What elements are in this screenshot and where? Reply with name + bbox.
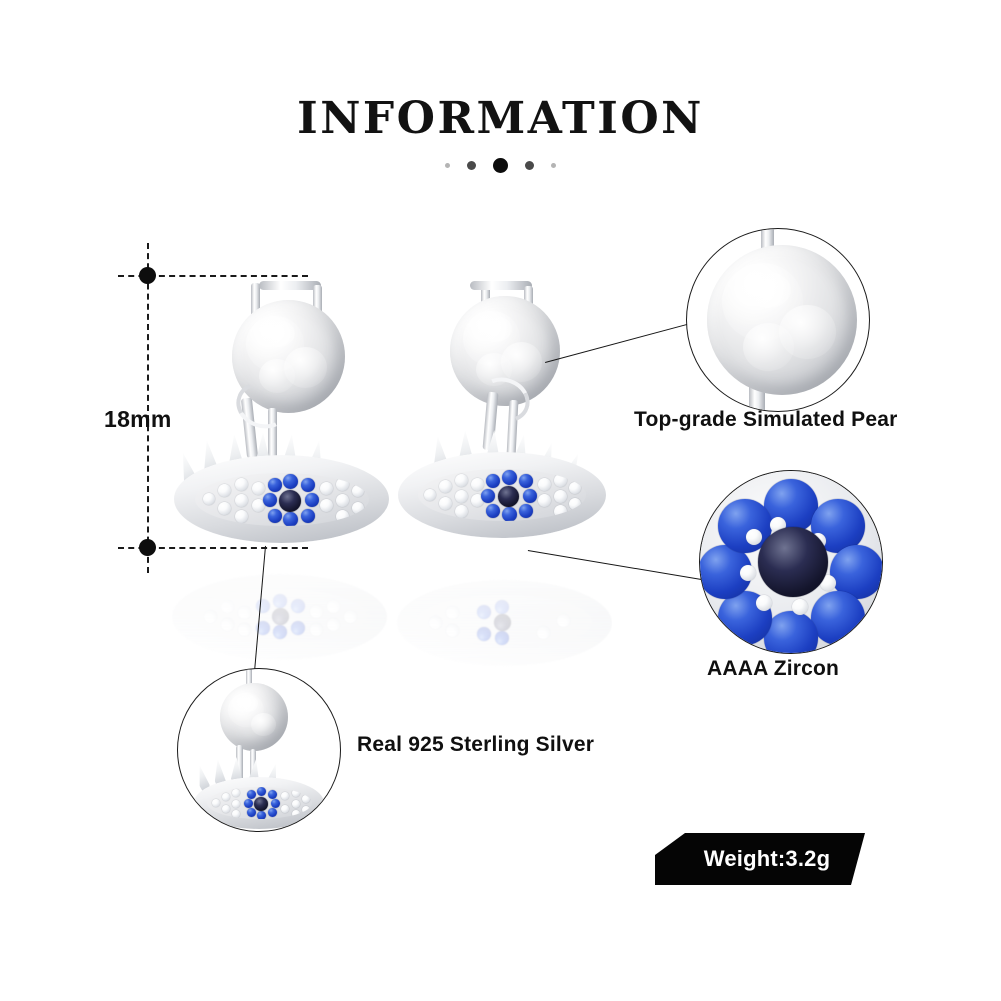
closeup-prong	[820, 575, 836, 591]
weight-label: Weight:3.2g	[703, 846, 831, 871]
earring-clip-top	[259, 281, 321, 290]
closeup-eye-body	[194, 777, 324, 829]
page-title: INFORMATION	[297, 93, 704, 144]
closeup-connector-back	[250, 749, 256, 783]
closeup-prong	[792, 599, 808, 615]
divider-dot-icon	[467, 161, 476, 170]
weight-badge: Weight:3.2g	[655, 833, 865, 885]
earring-clip-side	[524, 286, 533, 314]
closeup-post	[246, 669, 252, 691]
closeup-blue-stone	[811, 591, 865, 645]
earring-clip-top	[470, 281, 532, 290]
leader-line-pearl	[545, 320, 700, 363]
divider-dot-icon	[525, 161, 534, 170]
pearl-bead	[232, 300, 345, 413]
dimension-guide-bottom	[118, 547, 308, 549]
closeup-blue-stone	[830, 545, 882, 599]
divider-dot-icon	[551, 163, 556, 168]
earring-post	[251, 283, 260, 327]
dimension-guide-vertical	[147, 243, 149, 573]
decorative-dot-divider	[0, 158, 1001, 173]
product-reflection	[172, 548, 612, 668]
callout-label-pearl: Top-grade Simulated Pear	[634, 408, 898, 431]
callout-label-silver: Real 925 Sterling Silver	[357, 733, 595, 756]
pearl-closeup-circle	[686, 228, 870, 412]
pave-field	[418, 469, 586, 521]
closeup-prong	[756, 595, 772, 611]
closeup-prong	[740, 565, 756, 581]
closeup-pearl-small	[220, 683, 288, 751]
closeup-blue-stone	[764, 611, 818, 653]
callout-label-zircon: AAAA Zircon	[707, 657, 840, 680]
closeup-connector	[236, 745, 243, 781]
zircon-closeup-circle	[699, 470, 883, 654]
silver-closeup-circle	[177, 668, 341, 832]
divider-dot-icon	[445, 163, 450, 168]
closeup-eyelash	[231, 757, 242, 787]
pearl-bead	[450, 296, 560, 406]
dimension-endpoint-dot	[139, 539, 156, 556]
divider-dot-icon	[493, 158, 508, 173]
dimension-guide-top	[118, 275, 308, 277]
eye-body-left	[174, 455, 389, 543]
closeup-center-stone	[758, 527, 828, 597]
earring-clip-side	[313, 285, 322, 315]
eye-body-right	[398, 452, 606, 538]
earring-connector-back	[268, 408, 277, 466]
pave-field	[195, 473, 369, 526]
dimension-endpoint-dot	[139, 267, 156, 284]
dimension-label: 18mm	[104, 406, 172, 432]
closeup-prong	[746, 529, 762, 545]
closeup-pearl	[707, 245, 857, 395]
